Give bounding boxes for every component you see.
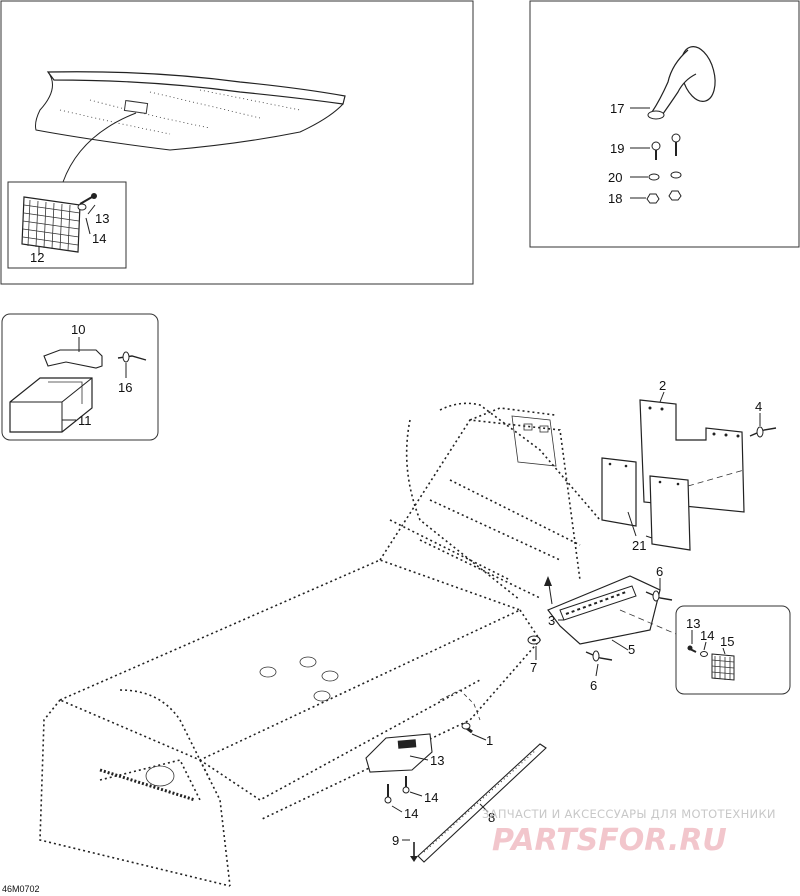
rivet-icon-16 <box>117 351 147 363</box>
callout-3: 3 <box>548 613 555 628</box>
callout-14-seat: 14 <box>92 231 106 246</box>
runner-strip-icon <box>417 743 547 863</box>
screw-icon <box>79 193 97 205</box>
seat-illustration <box>35 71 346 183</box>
callout-4: 4 <box>755 399 762 414</box>
washer-icon-7 <box>527 635 541 645</box>
watermark-brand: PARTSFOR.RU <box>492 823 727 858</box>
callout-15: 15 <box>720 634 734 649</box>
flap-bracket-icon <box>547 575 661 645</box>
flap-panels-icon <box>601 457 691 551</box>
reflector-icon-front <box>365 733 433 773</box>
callout-1: 1 <box>486 733 493 748</box>
callout-17: 17 <box>610 101 624 116</box>
callout-16: 16 <box>118 380 132 395</box>
chassis-frame <box>39 402 601 887</box>
callout-2: 2 <box>659 378 666 393</box>
taillight-panel <box>1 313 159 441</box>
callout-13-seat: 13 <box>95 211 109 226</box>
bolt-icon-1 <box>461 722 473 734</box>
callout-9: 9 <box>392 833 399 848</box>
reflector-icon-15 <box>711 653 735 681</box>
screw-icon-9 <box>410 842 418 862</box>
callout-19: 19 <box>610 141 624 156</box>
mirror-screws-icon <box>651 133 681 160</box>
drawing-code: 46M0702 <box>2 884 40 894</box>
callout-11: 11 <box>78 413 92 428</box>
callout-6-upper: 6 <box>656 564 663 579</box>
callout-13-front: 13 <box>430 753 444 768</box>
mirror-panel <box>529 0 800 248</box>
screw-icon-13-rear <box>687 645 697 653</box>
rivet-icon-6-lower <box>585 650 613 662</box>
mirror-nuts-icon <box>646 190 682 204</box>
mirror-washers-icon <box>648 171 682 181</box>
taillight-bracket-icon <box>43 349 103 369</box>
taillight-lens-icon <box>9 377 93 433</box>
callout-8: 8 <box>488 810 495 825</box>
reflector-detail-box <box>7 181 127 269</box>
callout-14-rear: 14 <box>700 628 714 643</box>
washer-icon-14-rear <box>700 651 708 657</box>
callout-20: 20 <box>608 170 622 185</box>
screw-icon-14-front <box>384 776 410 804</box>
reflector-detail-box-rear <box>675 605 791 695</box>
watermark-subtitle: ЗАПЧАСТИ И АКСЕССУАРЫ ДЛЯ МОТОТЕХНИКИ <box>482 807 776 821</box>
callout-10: 10 <box>71 322 85 337</box>
reflector-grid-icon <box>21 196 81 253</box>
callout-18: 18 <box>608 191 622 206</box>
callout-13-rear: 13 <box>686 616 700 631</box>
seat-reflector-panel <box>0 0 474 285</box>
callout-5: 5 <box>628 642 635 657</box>
callout-12: 12 <box>30 250 44 265</box>
rivet-icon-4 <box>749 426 777 438</box>
callout-14-front-upper: 14 <box>424 790 438 805</box>
washer-icon <box>77 203 87 211</box>
callout-14-front: 14 <box>404 806 418 821</box>
mirror-icon <box>647 46 716 120</box>
callout-7: 7 <box>530 660 537 675</box>
callout-21: 21 <box>632 538 646 553</box>
callout-6-lower: 6 <box>590 678 597 693</box>
rivet-icon-6-upper <box>645 590 673 602</box>
